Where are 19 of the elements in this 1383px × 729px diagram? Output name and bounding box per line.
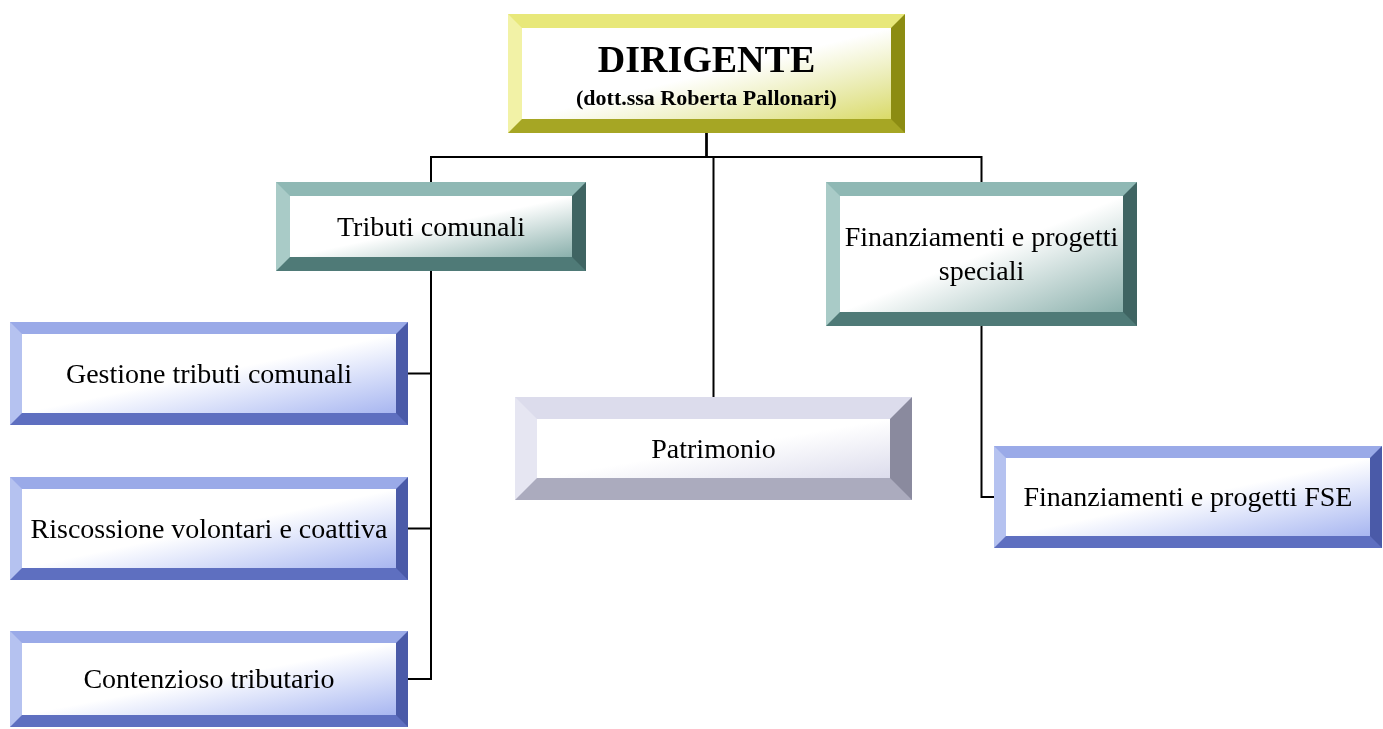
title-text: DIRIGENTE: [597, 37, 816, 82]
org-box: [994, 446, 1382, 548]
connector-line: [705, 132, 983, 183]
connector-line: [980, 325, 995, 498]
unit-name: Gestione tributi comunali: [65, 356, 353, 391]
unit-name: Patrimonio: [651, 431, 776, 466]
org-box: [826, 182, 1137, 326]
org-box: [10, 631, 408, 727]
org-box: [508, 14, 905, 133]
subtitle-text: (dott.ssa Roberta Pallonari): [576, 83, 837, 111]
org-box: [515, 397, 912, 500]
org-box: [10, 477, 408, 580]
unit-name: Contenzioso tributario: [83, 662, 335, 696]
unit-name: Finanziamenti e progetti speciali: [844, 220, 1119, 288]
unit-name: Finanziamenti e progetti FSE: [1023, 480, 1353, 514]
unit-name: Riscossione volontari e coattiva: [30, 511, 388, 546]
org-box: [276, 182, 586, 271]
org-box: [10, 322, 408, 425]
unit-name: Tributi comunali: [337, 209, 525, 244]
